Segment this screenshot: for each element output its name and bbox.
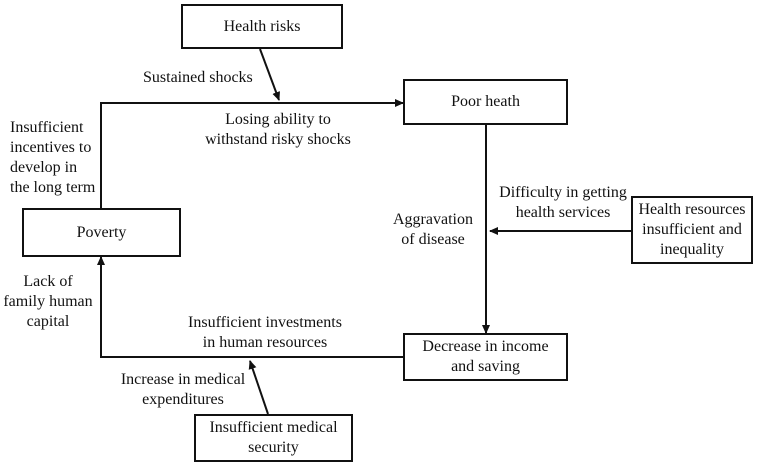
decrease-income-box: Decrease in income and saving — [403, 333, 568, 381]
poverty-to-poor-health-arrow — [100, 99, 404, 208]
health-resources-box: Health resources insufficient and inequa… — [631, 196, 753, 264]
insufficient-incentives-label: Insufficient incentives to develop in th… — [10, 119, 96, 196]
medical-security-arrow — [248, 360, 269, 415]
aggravation-label: Aggravation of disease — [393, 211, 473, 248]
health-risks-arrow — [259, 48, 280, 101]
health-risks-box: Health risks — [181, 4, 343, 49]
losing-ability-label: Losing ability to withstand risky shocks — [205, 111, 351, 148]
difficulty-services-label: Difficulty in getting health services — [499, 184, 627, 221]
sustained-shocks-label: Sustained shocks — [143, 69, 253, 86]
lack-capital-label: Lack of family human capital — [3, 273, 93, 330]
insufficient-investments-label: Insufficient investments in human resour… — [188, 314, 342, 351]
income-to-poverty-arrow — [97, 256, 403, 358]
poor-health-box: Poor heath — [403, 79, 568, 125]
medical-security-box: Insufficient medical security — [194, 414, 353, 462]
poverty-box: Poverty — [22, 208, 181, 257]
increase-medical-label: Increase in medical expenditures — [120, 371, 246, 408]
